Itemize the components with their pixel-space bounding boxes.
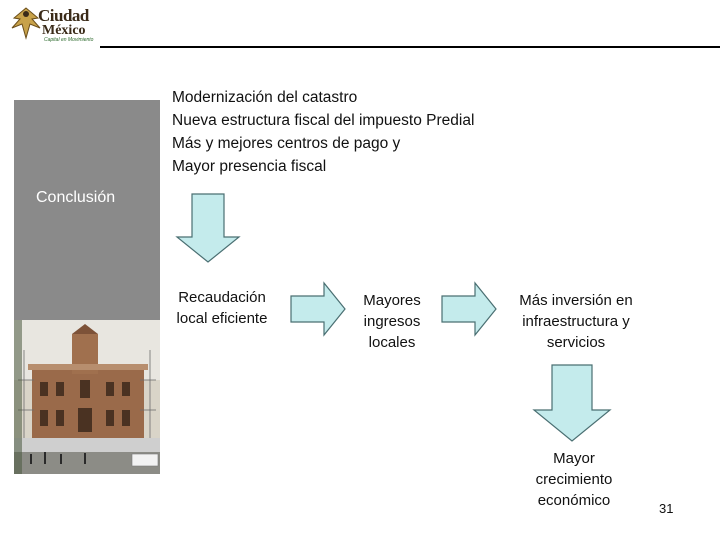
reform-item: Nueva estructura fiscal del impuesto Pre… bbox=[172, 112, 475, 129]
logo-tagline: Capital en Movimiento bbox=[44, 37, 94, 43]
flow-line: locales bbox=[368, 334, 416, 351]
flow-line: local eficiente bbox=[176, 310, 268, 327]
flow-line: Recaudación bbox=[178, 289, 266, 306]
reform-list: Modernización del catastro Nueva estruct… bbox=[172, 86, 474, 178]
side-panel bbox=[14, 100, 160, 320]
flow-line: ingresos bbox=[363, 313, 421, 330]
flow-line: servicios bbox=[546, 334, 606, 351]
ciudad-mexico-logo: Ciudad México Capital en Movimiento bbox=[6, 4, 98, 44]
header-rule bbox=[100, 46, 720, 48]
building-photo bbox=[14, 320, 160, 474]
flow-line: económico bbox=[537, 492, 611, 509]
reform-item: Mayor presencia fiscal bbox=[172, 158, 327, 175]
flow-line: Mayor bbox=[553, 450, 595, 467]
reform-item: Modernización del catastro bbox=[172, 89, 358, 106]
flow-recaudacion: Recaudación local eficiente bbox=[160, 287, 284, 329]
page-number: 31 bbox=[659, 501, 674, 516]
flow-line: Mayores bbox=[363, 292, 421, 309]
reform-item: Más y mejores centros de pago y bbox=[172, 135, 401, 152]
flow-mas-inversion: Más inversión en infraestructura y servi… bbox=[503, 290, 649, 353]
logo-word-ciudad: Ciudad bbox=[38, 6, 89, 25]
flow-mayor-crecimiento: Mayor crecimiento económico bbox=[514, 448, 634, 511]
down-arrow-icon bbox=[532, 364, 612, 442]
flow-line: Más inversión en bbox=[519, 292, 633, 309]
right-arrow-icon bbox=[441, 281, 497, 337]
flow-mayores-ingresos: Mayores ingresos locales bbox=[352, 290, 432, 353]
flow-line: crecimiento bbox=[535, 471, 613, 488]
logo-word-mexico: México bbox=[42, 23, 86, 38]
right-arrow-icon bbox=[290, 281, 346, 337]
conclusion-label: Conclusión bbox=[36, 189, 116, 206]
down-arrow-icon bbox=[175, 193, 241, 263]
angel-emblem-icon bbox=[11, 7, 41, 40]
flow-line: infraestructura y bbox=[522, 313, 630, 330]
